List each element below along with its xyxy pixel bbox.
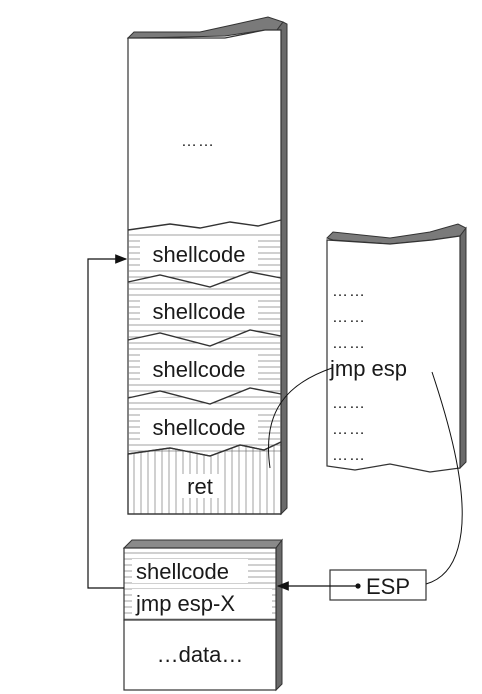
code-dots: …… — [332, 335, 366, 352]
code-dots: …… — [332, 309, 366, 326]
zigzag-separator — [127, 219, 282, 231]
esp-register-label: ESP — [366, 574, 410, 599]
small-stack-jmp-label: jmp esp-X — [135, 591, 235, 616]
esp-register: ESP — [329, 569, 427, 601]
shellcode-label: shellcode — [153, 415, 246, 440]
code-dots: …… — [332, 447, 366, 464]
code-dots: …… — [332, 283, 366, 300]
jmp-esp-to-esp-curve — [425, 371, 463, 585]
jmp-esp-instruction: jmp esp — [329, 356, 407, 381]
esp-register-box — [329, 569, 427, 601]
shellcode-label-bg — [140, 412, 258, 440]
small-stack: shellcode jmp esp-X …data… — [122, 538, 283, 692]
zigzag-separator — [127, 387, 282, 405]
ret-label: ret — [187, 474, 213, 499]
small-stack-data-label: …data… — [157, 642, 244, 667]
shellcode-label-bg — [140, 239, 258, 267]
small-stack-top-face — [122, 539, 283, 549]
small-stack-shellcode-label: shellcode — [136, 559, 229, 584]
shellcode-label-bg — [140, 354, 258, 382]
ret-to-jmp-esp-curve — [268, 367, 333, 469]
code-dots: …… — [332, 395, 366, 412]
esp-pointer-dot — [355, 583, 361, 589]
code-dots: …… — [332, 421, 366, 438]
shellcode-label: shellcode — [153, 357, 246, 382]
jmp-back-arrow — [87, 254, 128, 589]
shellcode-label: shellcode — [153, 242, 246, 267]
main-stack: …… shellcode shellcode shellcode shellco… — [126, 16, 288, 516]
code-column-front — [326, 235, 461, 473]
code-column-side-face — [459, 226, 467, 470]
small-stack-side-face — [275, 538, 283, 692]
zigzag-separator — [127, 329, 282, 347]
code-column: …… …… …… jmp esp …… …… …… — [326, 223, 467, 473]
shellcode-label-bg — [140, 296, 258, 324]
small-stack-line1-bg — [132, 559, 248, 583]
shellcode-label: shellcode — [153, 299, 246, 324]
small-stack-line2-bg — [132, 589, 272, 615]
main-stack-top-dots: …… — [181, 133, 215, 150]
small-stack-data-area — [123, 619, 277, 691]
zigzag-separator — [127, 271, 282, 288]
ret-label-bg — [180, 474, 220, 498]
shellcode-labels: shellcode shellcode shellcode shellcode — [140, 239, 258, 440]
